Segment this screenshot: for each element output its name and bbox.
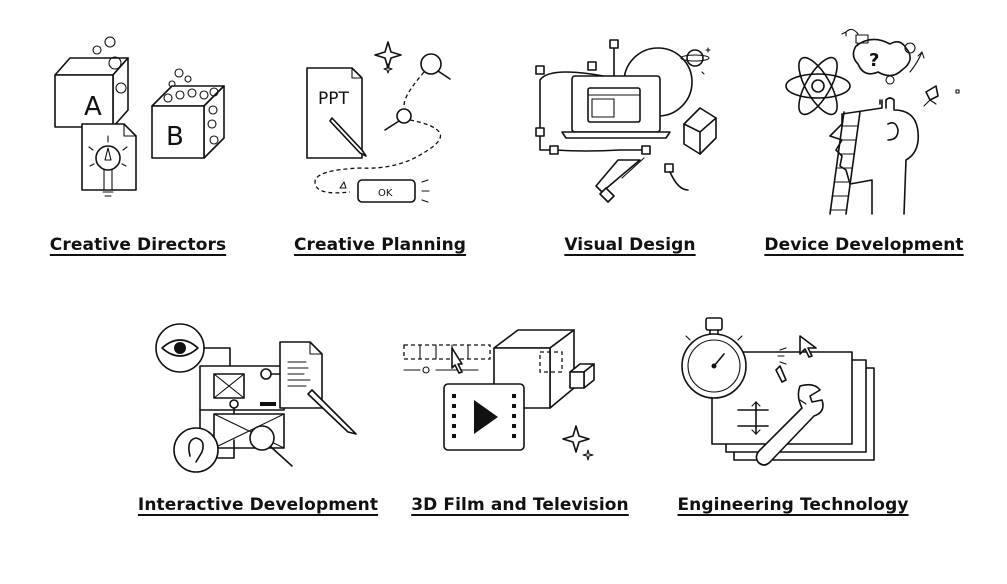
service-label[interactable]: Creative Planning [293,235,467,255]
service-creative-directors[interactable]: A B Creative Directors [0,0,260,280]
service-creative-planning[interactable]: PPT OK Creative Planning [260,0,510,280]
3d-cube-video-icon [390,290,650,490]
eye-ear-wireframe-icon [130,290,390,490]
ppt-document-plan-icon: PPT OK [260,0,510,230]
abc-cube-bulb-icon: A B [0,0,260,230]
service-label[interactable]: Device Development [764,235,964,255]
ok-text: OK [378,188,393,199]
service-interactive-development[interactable]: Interactive Development [130,290,390,530]
service-label[interactable]: Interactive Development [137,495,379,515]
question-mark: ? [869,50,879,71]
cube-a-letter: A [84,92,102,122]
service-visual-design[interactable]: Visual Design [510,0,760,280]
cube-b-letter: B [166,122,184,152]
service-label[interactable]: 3D Film and Television [411,495,629,515]
service-label[interactable]: Engineering Technology [677,495,909,515]
stopwatch-wrench-icon [650,290,910,490]
service-3d-film-television[interactable]: 3D Film and Television [390,290,650,530]
service-label[interactable]: Visual Design [564,235,696,255]
service-engineering-technology[interactable]: Engineering Technology [650,290,910,530]
head-ladder-atom-icon: ? [760,0,1007,230]
ppt-text: PPT [318,89,350,109]
service-device-development[interactable]: ? Device Development [760,0,1007,280]
laptop-pen-design-icon [510,0,760,230]
service-label[interactable]: Creative Directors [49,235,227,255]
